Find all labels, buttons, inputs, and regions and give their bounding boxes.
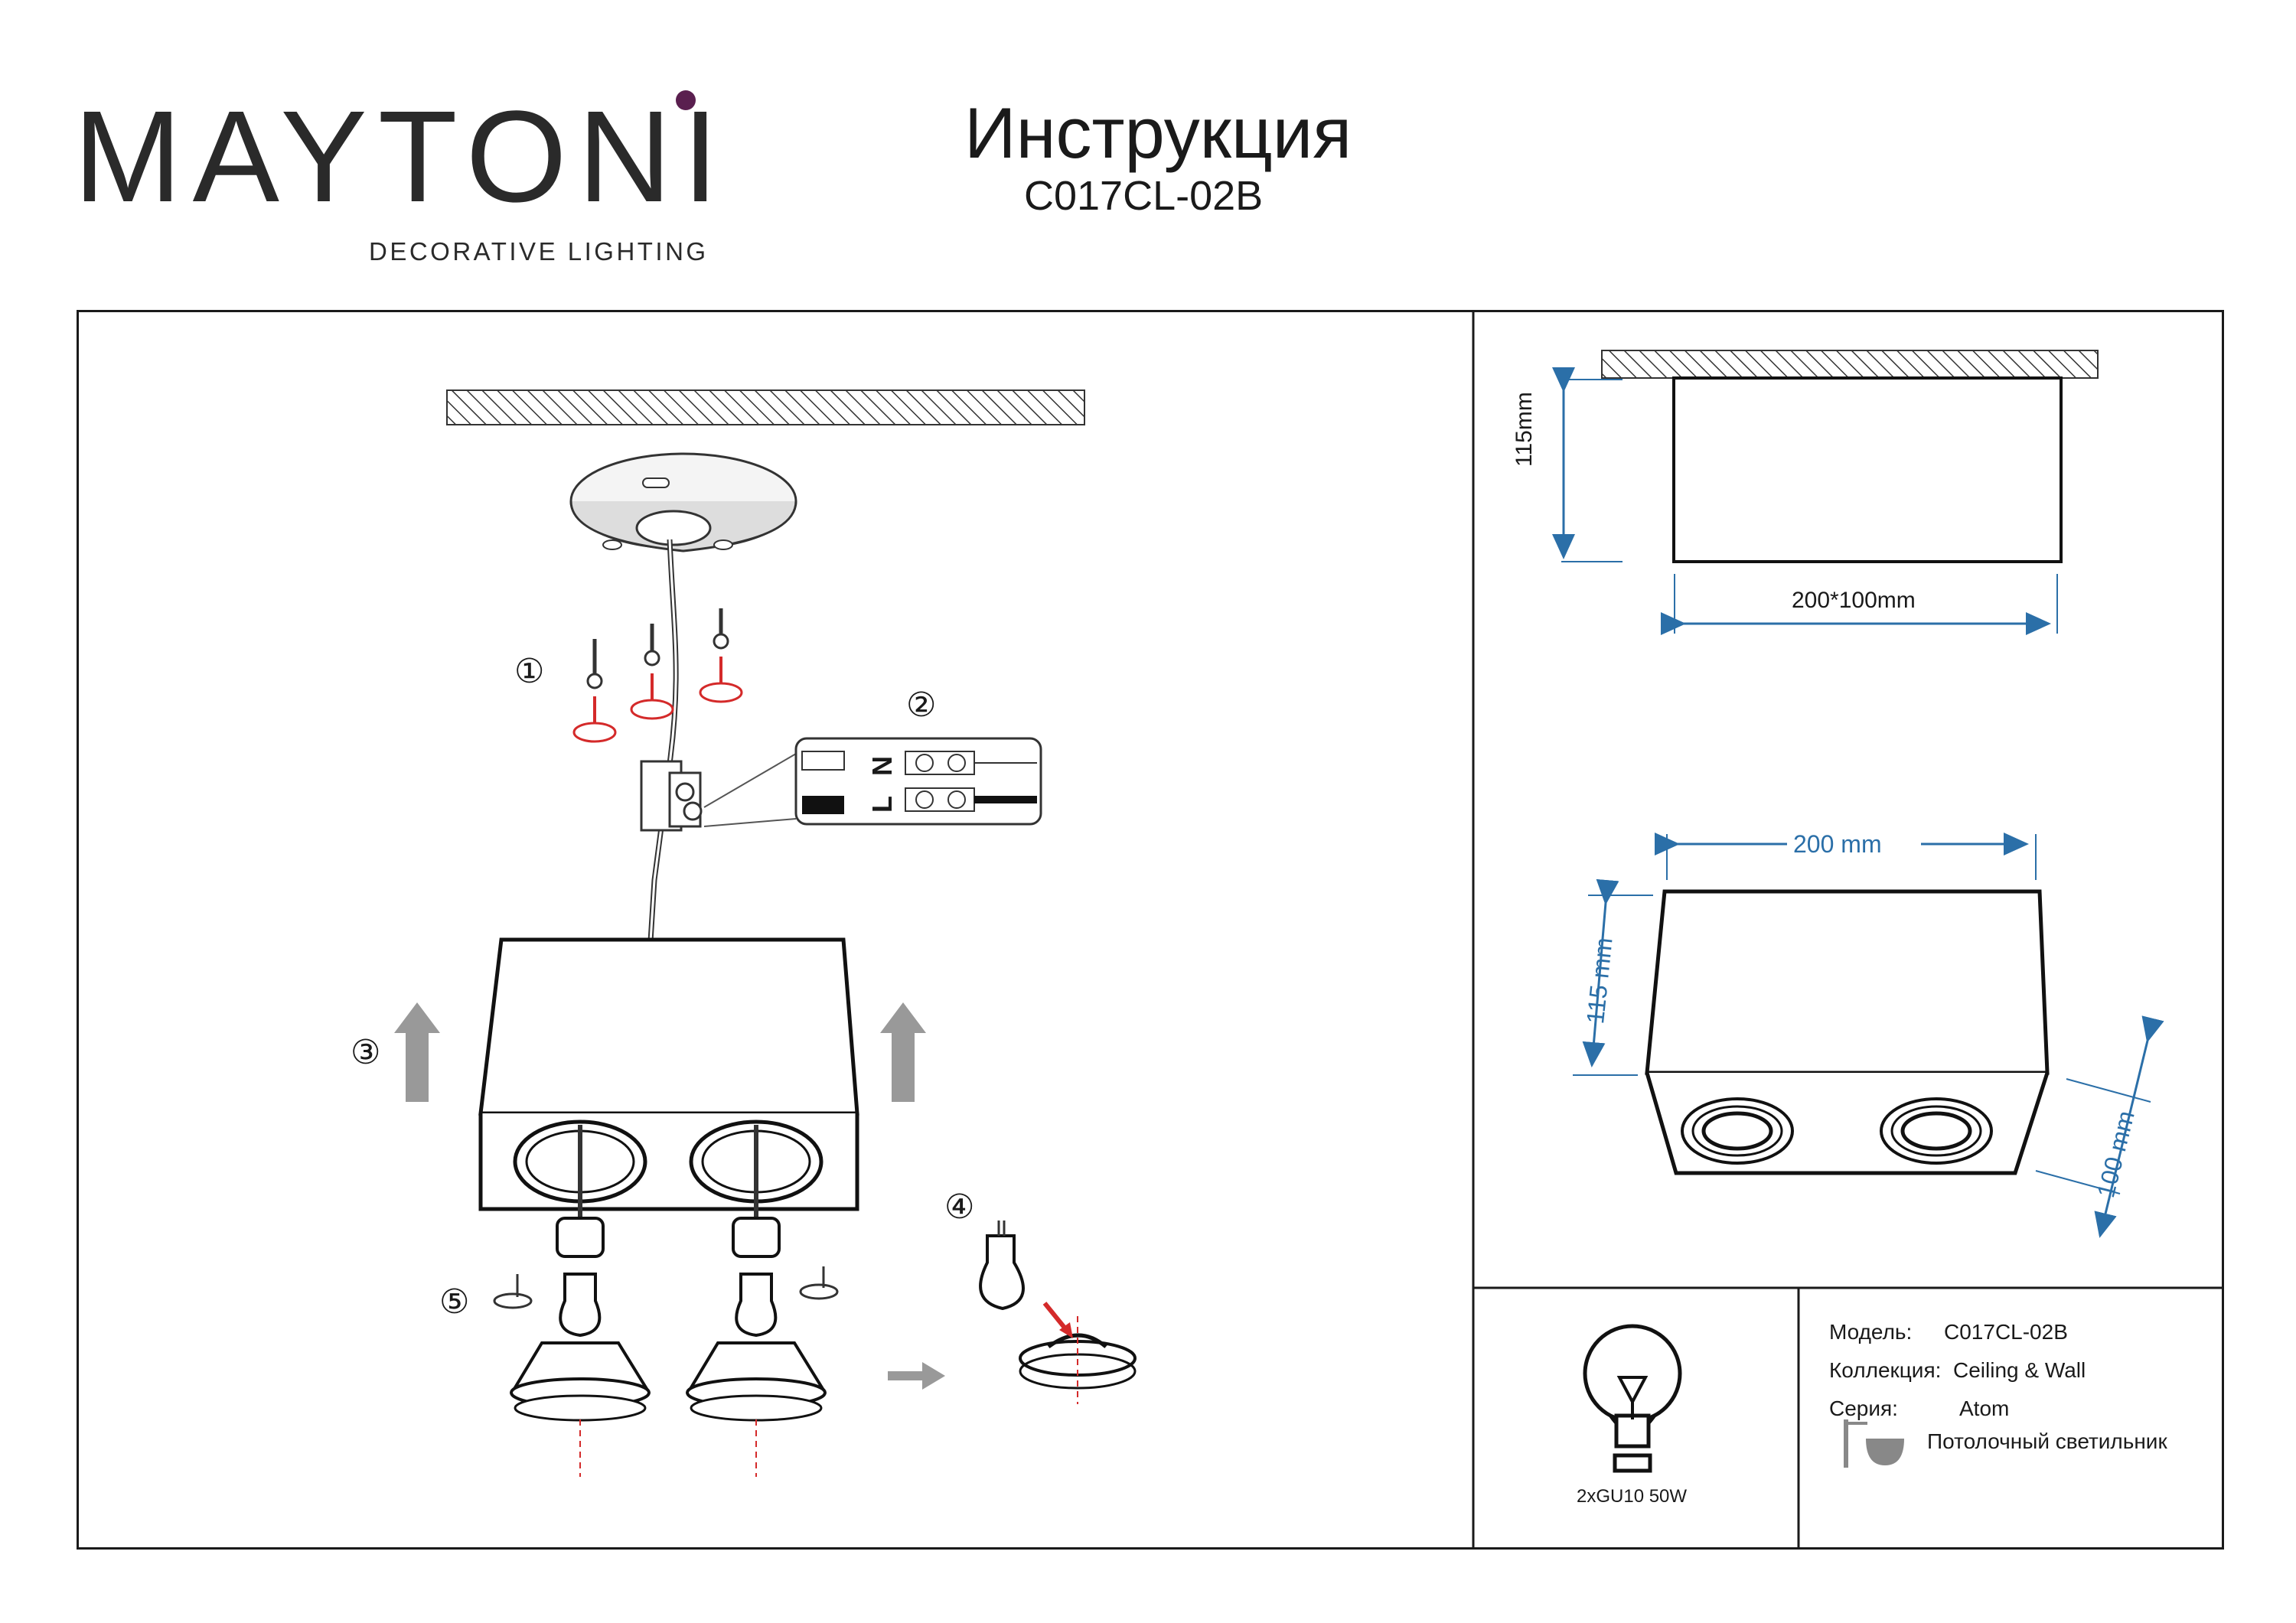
wiring-detail bbox=[794, 737, 1042, 826]
step-1-label: ① bbox=[514, 653, 545, 690]
terminal-block bbox=[640, 760, 703, 832]
dim-side-height: 115mm bbox=[1512, 392, 1537, 467]
spec-model-label: Модель: bbox=[1829, 1320, 1913, 1344]
spec-series-value: Atom bbox=[1959, 1396, 2010, 1420]
up-arrow-left bbox=[394, 1002, 440, 1102]
brand-dot bbox=[676, 90, 696, 110]
screw-1 bbox=[572, 639, 617, 743]
screw-3 bbox=[699, 608, 743, 703]
right-arrow bbox=[888, 1362, 945, 1390]
step-5-label: ⑤ bbox=[439, 1283, 470, 1321]
luminaire-body bbox=[478, 937, 859, 1224]
spec-type-value: Потолочный светильник bbox=[1927, 1429, 2167, 1453]
bulb-icon bbox=[1583, 1324, 1682, 1473]
wire-neutral-label: N bbox=[866, 756, 898, 776]
dim-iso-width: 200 mm bbox=[1793, 830, 1882, 858]
step-4-label: ④ bbox=[944, 1188, 975, 1226]
instruction-sheet bbox=[77, 310, 2224, 1550]
brand-name: MAYTONI bbox=[73, 84, 729, 230]
isometric-body bbox=[1645, 889, 2050, 1175]
rotate-icon-left bbox=[493, 1274, 533, 1309]
spec-collection-label: Коллекция: bbox=[1829, 1358, 1942, 1382]
ceiling-hatch-side bbox=[1601, 350, 2099, 379]
page-title: Инструкция bbox=[964, 93, 1352, 173]
spec-collection-value: Ceiling & Wall bbox=[1953, 1358, 2086, 1382]
socket-left bbox=[510, 1217, 651, 1477]
model-number: C017CL-02B bbox=[1024, 173, 1264, 219]
spec-model-value: C017CL-02B bbox=[1944, 1320, 2068, 1344]
lamp-detail bbox=[979, 1221, 1137, 1404]
dim-side-footprint: 200*100mm bbox=[1792, 588, 1916, 613]
brand-logo: MAYTONI DECORATIVE LIGHTING bbox=[73, 90, 719, 268]
step-3-label: ③ bbox=[351, 1034, 381, 1071]
lamp-spec: 2xGU10 50W bbox=[1577, 1486, 1688, 1507]
mounting-plate bbox=[569, 452, 797, 552]
side-elevation-body bbox=[1672, 376, 2063, 563]
socket-right bbox=[686, 1217, 827, 1477]
rotate-icon-right bbox=[799, 1266, 839, 1300]
spec-series-label: Серия: bbox=[1829, 1396, 1898, 1420]
up-arrow-right bbox=[880, 1002, 926, 1102]
screw-2 bbox=[630, 624, 674, 720]
brand-tagline: DECORATIVE LIGHTING bbox=[369, 237, 709, 266]
ceiling-hatch bbox=[446, 389, 1085, 425]
step-2-label: ② bbox=[906, 686, 937, 724]
wire-live-label: L bbox=[866, 796, 898, 813]
ceiling-lamp-icon bbox=[1844, 1419, 1904, 1468]
